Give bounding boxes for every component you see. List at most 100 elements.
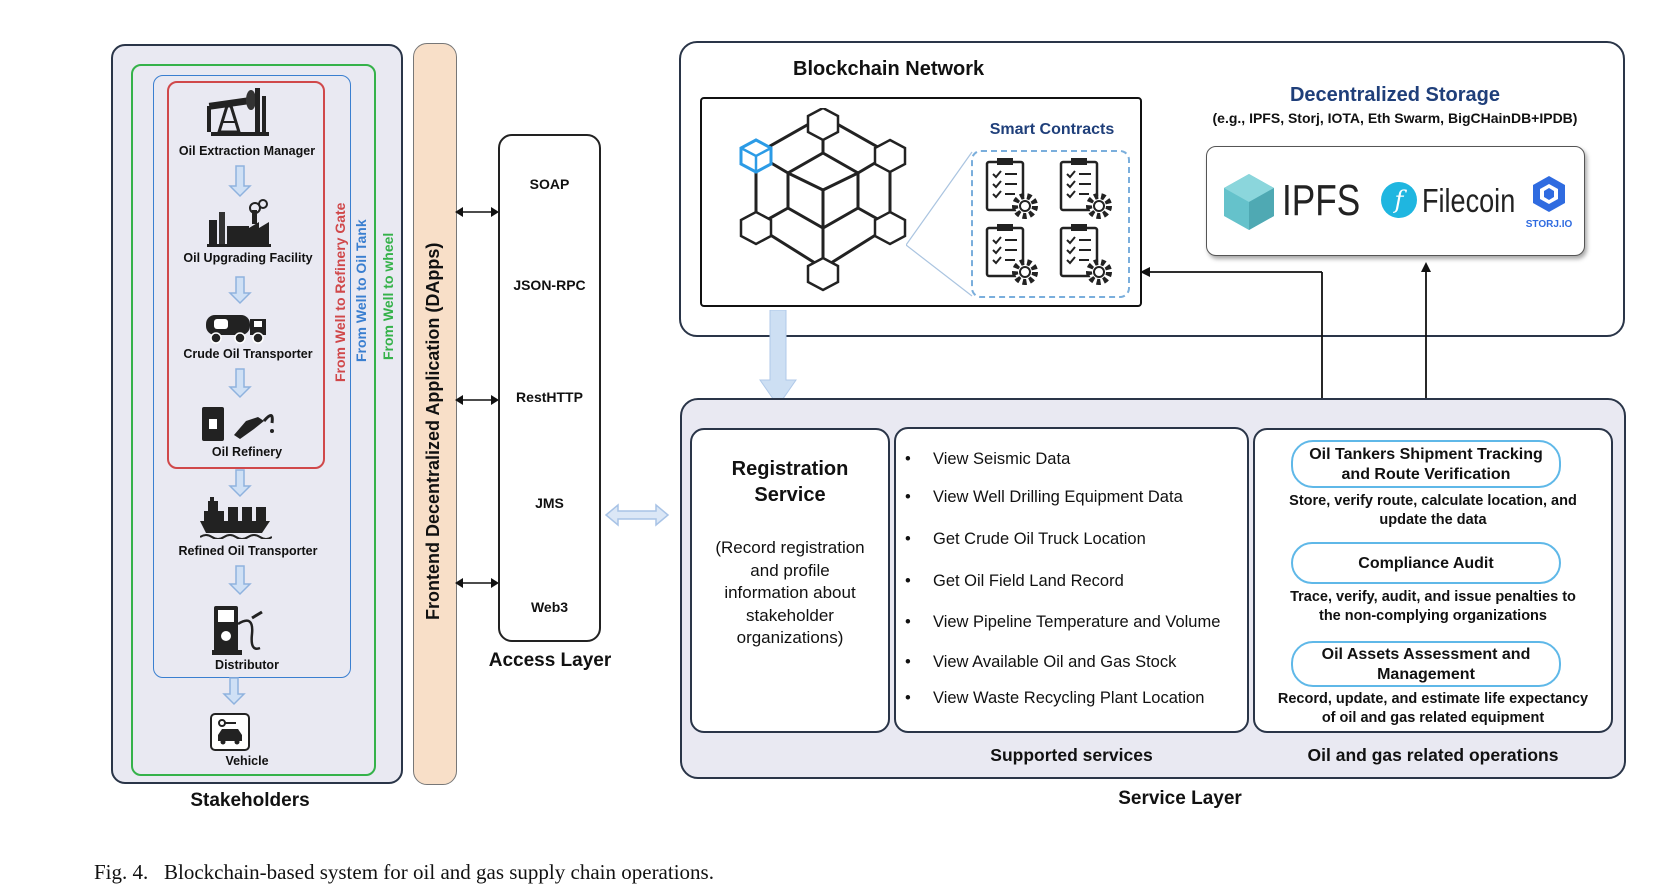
service-item: • Get Oil Field Land Record (905, 572, 1124, 591)
down-arrow-icon (759, 310, 797, 407)
operation-name-line: Oil Assets Assessment and (1321, 646, 1531, 663)
service-item: •View Available Oil and Gas Stock (905, 653, 1176, 672)
bullet: • (905, 613, 911, 631)
protocol-soap: SOAP (529, 176, 570, 192)
cargo-ship-icon (199, 497, 273, 544)
service-label: Get Oil Field Land Record (933, 572, 1124, 590)
stakeholders-title: Stakeholders (190, 790, 310, 811)
stakeholders-panel (111, 44, 403, 784)
scope-label-green: From Well to wheel (380, 232, 396, 360)
fuel-pump-icon (212, 604, 268, 661)
service-item: • View Waste Recycling Plant Location (905, 689, 1204, 708)
registration-desc-line: (Record registration (715, 538, 865, 557)
operation-desc-line: of oil and gas related equipment (1321, 710, 1545, 726)
service-label: View Pipeline Temperature and Volume (933, 613, 1221, 631)
smart-contracts-panel (971, 150, 1130, 298)
operation-compliance-desc: Trace, verify, audit, and issue penaltie… (1258, 588, 1608, 626)
double-arrow-icon (455, 207, 499, 217)
down-arrow-icon (228, 276, 252, 305)
operation-name-line: and Route Verification (1341, 466, 1511, 483)
operation-desc-line: Trace, verify, audit, and issue penaltie… (1290, 589, 1576, 605)
stakeholder-vehicle: Vehicle (225, 754, 269, 768)
bullet: • (905, 450, 911, 468)
access-layer-panel (498, 134, 601, 642)
service-item: • Get Crude Oil Truck Location (905, 530, 1146, 549)
operation-name-line: Oil Tankers Shipment Tracking (1309, 446, 1543, 463)
oil-barrel-fuel-nozzle-icon (200, 405, 280, 448)
double-arrow-icon (604, 503, 670, 527)
stakeholder-refined-oil-transporter: Refined Oil Transporter (178, 544, 318, 558)
storj-logo-text: STORJ.IO (1525, 219, 1573, 230)
bullet: • (905, 653, 911, 671)
blockchain-network-icon (728, 106, 918, 303)
service-item: • View Pipeline Temperature and Volume (905, 613, 1220, 632)
connection-arrows (1140, 262, 1431, 428)
registration-desc-line: stakeholder (746, 605, 834, 625)
down-arrow-icon (228, 165, 252, 198)
operation-desc-line: Store, verify route, calculate location,… (1289, 493, 1577, 509)
access-layer-title: Access Layer (488, 650, 612, 671)
registration-description: (Record registration and profile informa… (690, 537, 890, 650)
registration-title: Registration Service (690, 456, 890, 508)
storj-icon (1529, 174, 1569, 219)
oil-pump-icon (205, 86, 275, 143)
operation-desc-line: the non-complying organizations (1319, 608, 1547, 624)
operation-name-line: Compliance Audit (1358, 555, 1494, 572)
supported-services-panel (894, 427, 1249, 733)
stakeholder-crude-oil-transporter: Crude Oil Transporter (183, 347, 313, 361)
operation-tracking: Oil Tankers Shipment Tracking and Route … (1291, 440, 1561, 488)
service-label: View Well Drilling Equipment Data (933, 488, 1183, 506)
scope-well-to-refinery-gate (167, 81, 325, 469)
registration-title-line2: Service (754, 484, 826, 506)
tanker-truck-icon (202, 309, 270, 350)
bullet: • (905, 488, 911, 506)
stakeholder-distributor: Distributor (215, 658, 279, 672)
registration-desc-line: and profile (750, 560, 830, 580)
double-arrow-icon (455, 578, 499, 588)
scope-label-blue: From Well to Oil Tank (353, 219, 369, 362)
double-arrow-icon (455, 395, 499, 405)
registration-service-panel (690, 428, 890, 733)
dapps-label: Frontend Decentralized Application (DApp… (423, 242, 443, 620)
scope-well-to-oil-tank (153, 75, 351, 678)
registration-title-line1: Registration (731, 458, 849, 480)
factory-icon (205, 198, 275, 253)
protocol-json-rpc: JSON-RPC (513, 277, 586, 293)
ipfs-logo-text: IPFS (1282, 176, 1361, 225)
bullet: • (905, 572, 911, 590)
supported-services-title: Supported services (990, 745, 1153, 765)
operation-desc-line: update the data (1379, 512, 1487, 528)
connector-lines (906, 151, 973, 297)
decentralized-storage-examples: (e.g., IPFS, Storj, IOTA, Eth Swarm, Big… (1212, 110, 1578, 126)
stakeholder-oil-upgrading-facility: Oil Upgrading Facility (183, 251, 313, 265)
protocol-jms: JMS (535, 495, 564, 511)
service-label: View Waste Recycling Plant Location (933, 689, 1205, 707)
operation-assets-desc: Record, update, and estimate life expect… (1258, 690, 1608, 728)
stakeholder-oil-refinery: Oil Refinery (211, 445, 283, 459)
service-layer-title: Service Layer (1118, 788, 1242, 809)
registration-desc-line: information about (724, 583, 856, 602)
service-item: • View Well Drilling Equipment Data (905, 488, 1183, 507)
service-label: Get Crude Oil Truck Location (933, 530, 1146, 548)
down-arrow-icon (228, 565, 252, 596)
dapps-panel (413, 43, 457, 785)
operation-tracking-desc: Store, verify route, calculate location,… (1258, 492, 1608, 530)
down-arrow-icon (222, 677, 246, 706)
blockchain-network-title: Blockchain Network (793, 58, 985, 80)
smart-contracts-title: Smart Contracts (989, 121, 1115, 138)
down-arrow-icon (228, 469, 252, 498)
operation-name-line: Management (1377, 666, 1475, 683)
operation-compliance-audit: Compliance Audit (1291, 542, 1561, 584)
protocol-resthttp: RestHTTP (516, 389, 583, 405)
stakeholder-oil-extraction-manager: Oil Extraction Manager (178, 144, 316, 158)
bullet: • (905, 689, 911, 707)
bullet: • (905, 530, 911, 548)
operations-title: Oil and gas related operations (1307, 745, 1559, 765)
filecoin-icon: f (1380, 181, 1418, 224)
protocol-web3: Web3 (530, 599, 569, 615)
smart-contract-icon (985, 158, 1125, 295)
operation-desc-line: Record, update, and estimate life expect… (1277, 691, 1589, 707)
figure-caption: Fig. 4. Blockchain-based system for oil … (94, 860, 714, 884)
down-arrow-icon (228, 368, 252, 399)
filecoin-logo-text: Filecoin (1422, 182, 1516, 219)
